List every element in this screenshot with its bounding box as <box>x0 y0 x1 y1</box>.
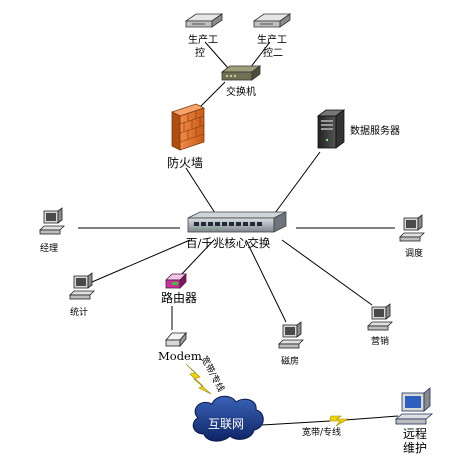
data-server-label: 数据服务器 <box>350 124 400 137</box>
warehouse-label: 磁房 <box>281 355 299 367</box>
workstation-2-label-line1: 生产工 <box>257 33 287 46</box>
link-router-core <box>179 239 215 277</box>
firewall-label: 防火墙 <box>167 155 203 170</box>
switch-label: 交换机 <box>226 85 256 98</box>
lightning-modem-internet <box>185 363 212 395</box>
internet-cloud-icon <box>192 395 264 442</box>
statistics-pc-icon <box>69 272 95 300</box>
link-internet-remote-2 <box>344 415 399 421</box>
link-sales-core <box>281 239 373 306</box>
workstation-1-label-line2: 控 <box>195 46 205 59</box>
sales-label: 营销 <box>371 335 389 347</box>
data-server-icon <box>316 109 346 149</box>
remote-label-line1: 远程 <box>403 426 427 441</box>
workstation-2-label-line2: 控二 <box>263 46 283 59</box>
link-firewall-core <box>185 167 216 214</box>
link-label-internet-remote: 宽带/专线 <box>302 426 341 438</box>
sales-pc-icon <box>367 303 393 331</box>
link-warehouse-core <box>245 239 287 323</box>
router-label: 路由器 <box>161 290 197 305</box>
link-server-core <box>274 151 321 214</box>
internet-label: 互联网 <box>208 417 244 431</box>
manager-pc-icon <box>39 207 65 235</box>
workstation-1-label-line1: 生产工 <box>188 33 218 46</box>
core-switch-icon <box>187 211 287 233</box>
link-statistics-core <box>91 239 191 283</box>
firewall-icon <box>170 103 206 151</box>
dispatch-pc-icon <box>399 214 425 242</box>
workstation-1-icon <box>184 13 224 28</box>
link-internet-remote <box>261 420 331 426</box>
switch-icon <box>220 65 262 81</box>
remote-label-line2: 维护 <box>403 441 427 455</box>
remote-maintenance-pc-icon <box>394 387 434 425</box>
dispatch-label: 调度 <box>405 247 423 259</box>
statistics-label: 统计 <box>70 306 88 318</box>
modem-icon <box>165 331 187 348</box>
link-ws2-switch <box>249 41 271 69</box>
warehouse-pc-icon <box>278 321 304 349</box>
core-switch-label: 百/千兆核心交换 <box>186 236 271 250</box>
workstation-2-icon <box>252 13 292 28</box>
modem-label: Modem <box>158 349 202 363</box>
manager-label: 经理 <box>40 242 58 254</box>
router-icon <box>165 273 187 289</box>
lightning-internet-remote <box>329 415 350 427</box>
connection-lines <box>78 41 399 426</box>
link-ws1-switch <box>204 41 229 69</box>
